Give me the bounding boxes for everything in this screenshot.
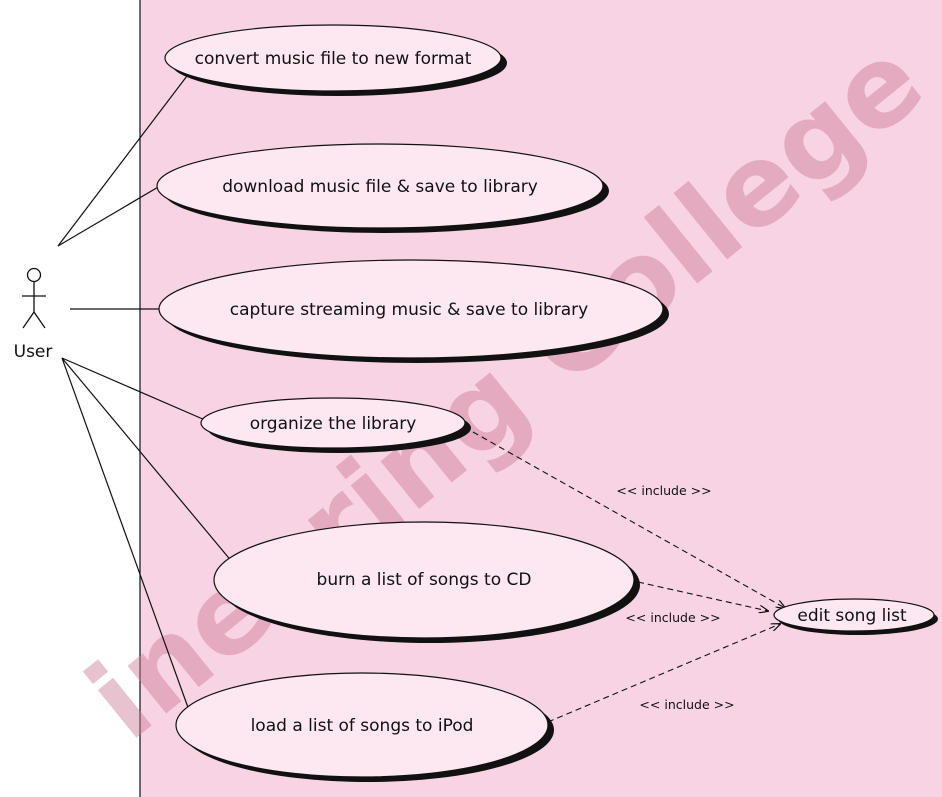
- include-lines: [472, 431, 785, 723]
- include-line-burn: [637, 581, 768, 611]
- system-boundary: [139, 0, 942, 797]
- use-case-label: convert music file to new format: [195, 49, 472, 69]
- association-load: [61, 357, 191, 714]
- use-case-label: load a list of songs to iPod: [251, 716, 474, 736]
- association-convert: [57, 71, 191, 247]
- use-case-label: edit song list: [797, 606, 907, 626]
- include-label-load: << include >>: [639, 697, 734, 712]
- use-case-organize[interactable]: organize the library: [200, 397, 471, 453]
- use-case-load[interactable]: load a list of songs to iPod: [175, 672, 554, 782]
- use-case-edit[interactable]: edit song list: [773, 598, 938, 635]
- use-case-burn[interactable]: burn a list of songs to CD: [213, 521, 640, 643]
- association-download: [57, 182, 166, 247]
- association-burn: [61, 357, 234, 564]
- use-case-label: organize the library: [250, 414, 417, 434]
- use-case-label: capture streaming music & save to librar…: [230, 300, 588, 320]
- stick-figure-icon: [22, 267, 46, 329]
- association-lines: [57, 71, 234, 714]
- use-case-convert[interactable]: convert music file to new format: [164, 24, 507, 96]
- use-case-label: burn a list of songs to CD: [317, 570, 532, 590]
- actor-label: User: [14, 342, 53, 362]
- use-case-label: download music file & save to library: [222, 177, 538, 197]
- association-organize: [61, 357, 206, 421]
- include-label-organize: << include >>: [616, 483, 711, 498]
- use-case-download[interactable]: download music file & save to library: [156, 143, 609, 233]
- use-case-capture[interactable]: capture streaming music & save to librar…: [158, 259, 669, 363]
- include-line-load: [547, 624, 780, 723]
- include-label-burn: << include >>: [625, 610, 720, 625]
